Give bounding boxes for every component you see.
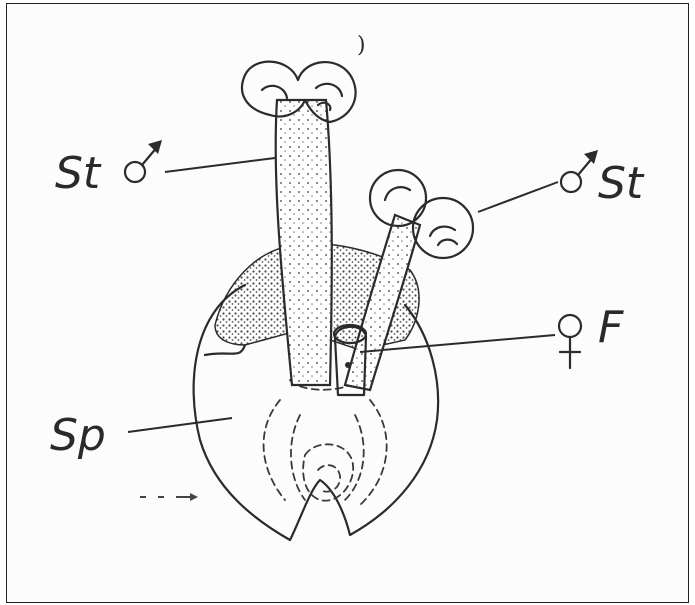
leader-stamen-right bbox=[478, 182, 558, 212]
male-symbol-right-icon bbox=[561, 150, 598, 192]
ovary-dashed-lines bbox=[264, 380, 387, 505]
leader-sepal bbox=[128, 418, 232, 432]
label-stamen-left: St bbox=[55, 148, 102, 199]
female-symbol-icon bbox=[559, 315, 581, 368]
label-pistil: F bbox=[598, 302, 624, 353]
page-mark: ) bbox=[357, 33, 366, 58]
sepal-inner-fold bbox=[205, 345, 245, 355]
leader-stamen-left bbox=[165, 158, 275, 172]
stamen-left-filament bbox=[276, 100, 332, 385]
label-stamen-right: St bbox=[598, 158, 645, 209]
label-sepal: Sp bbox=[50, 410, 106, 461]
male-symbol-left-icon bbox=[125, 140, 162, 182]
small-arrow-icon bbox=[140, 493, 198, 501]
